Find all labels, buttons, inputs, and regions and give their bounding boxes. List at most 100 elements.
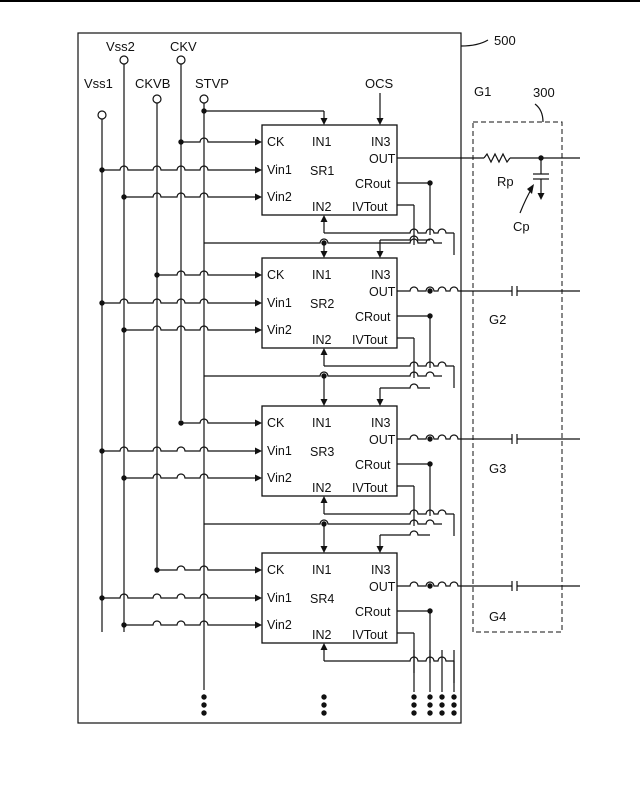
ck-wire bbox=[181, 138, 255, 142]
in1-arrow bbox=[321, 251, 328, 258]
pin-in2: IN2 bbox=[312, 200, 332, 214]
label-g4: G4 bbox=[489, 609, 506, 624]
pin-out: OUT bbox=[369, 580, 396, 594]
ellipsis-dot bbox=[439, 694, 444, 699]
pin-in1: IN1 bbox=[312, 416, 332, 430]
feedback-wire bbox=[324, 510, 454, 514]
ellipsis-dot bbox=[427, 702, 432, 707]
pin-vin1: Vin1 bbox=[267, 591, 292, 605]
crout-junction bbox=[427, 313, 432, 318]
stage-sr3: CKIN1IN3Vin1SR3OUTCRoutVin2IN2IVTout bbox=[262, 406, 397, 496]
in3-arrow bbox=[377, 546, 384, 553]
in2-arrow bbox=[321, 496, 328, 503]
out-junction bbox=[427, 583, 432, 588]
vin2-arrow bbox=[255, 622, 262, 629]
vss2-terminal bbox=[120, 56, 128, 64]
pin-out: OUT bbox=[369, 285, 396, 299]
ellipsis-dot bbox=[201, 702, 206, 707]
ellipsis-dot bbox=[411, 694, 416, 699]
pin-ivtout: IVTout bbox=[352, 481, 388, 495]
vin1-wire bbox=[102, 447, 255, 451]
ckvb-terminal bbox=[153, 95, 161, 103]
pin-vin1: Vin1 bbox=[267, 163, 292, 177]
rp-resistor bbox=[484, 154, 510, 162]
feedback-wire bbox=[324, 229, 454, 233]
leader-300 bbox=[535, 104, 543, 122]
pin-ivtout: IVTout bbox=[352, 628, 388, 642]
pin-ivtout: IVTout bbox=[352, 200, 388, 214]
ellipsis-dot bbox=[201, 694, 206, 699]
vin2-wire bbox=[124, 326, 255, 330]
in3-route bbox=[380, 531, 430, 535]
pin-vin2: Vin2 bbox=[267, 618, 292, 632]
stage-name: SR4 bbox=[310, 592, 334, 606]
vin2-arrow bbox=[255, 194, 262, 201]
vss1-terminal bbox=[98, 111, 106, 119]
ckv-terminal bbox=[177, 56, 185, 64]
in3-route bbox=[380, 236, 430, 240]
in2-arrow bbox=[321, 215, 328, 222]
pin-in3: IN3 bbox=[371, 268, 391, 282]
pin-in3: IN3 bbox=[371, 135, 391, 149]
pin-ivtout: IVTout bbox=[352, 333, 388, 347]
ck-arrow bbox=[255, 139, 262, 146]
out-wire bbox=[397, 287, 512, 291]
ck-wire bbox=[157, 566, 255, 570]
ellipsis-dot bbox=[411, 702, 416, 707]
vin2-arrow bbox=[255, 327, 262, 334]
pin-vin2: Vin2 bbox=[267, 323, 292, 337]
ck-arrow bbox=[255, 567, 262, 574]
in1-junction bbox=[321, 373, 326, 378]
cp-leader-arrow bbox=[527, 184, 534, 194]
ellipsis-dot bbox=[321, 710, 326, 715]
pin-out: OUT bbox=[369, 152, 396, 166]
pin-in2: IN2 bbox=[312, 628, 332, 642]
pin-in1: IN1 bbox=[312, 268, 332, 282]
ck-arrow bbox=[255, 272, 262, 279]
label-ocs: OCS bbox=[365, 76, 394, 91]
pin-crout: CRout bbox=[355, 605, 391, 619]
pin-out: OUT bbox=[369, 433, 396, 447]
vin1-wire bbox=[102, 594, 255, 598]
cp-ground-arrow bbox=[538, 193, 545, 200]
stage-name: SR3 bbox=[310, 445, 334, 459]
label-ckvb: CKVB bbox=[135, 76, 170, 91]
pin-vin1: Vin1 bbox=[267, 296, 292, 310]
stage-sr4: CKIN1IN3Vin1SR4OUTCRoutVin2IN2IVTout bbox=[262, 553, 397, 643]
pin-crout: CRout bbox=[355, 310, 391, 324]
in2-arrow bbox=[321, 348, 328, 355]
vin1-wire bbox=[102, 166, 255, 170]
pin-ck: CK bbox=[267, 416, 285, 430]
label-vss1: Vss1 bbox=[84, 76, 113, 91]
in3-arrow bbox=[377, 251, 384, 258]
crout-junction bbox=[427, 608, 432, 613]
ellipsis-dot bbox=[451, 694, 456, 699]
label-300: 300 bbox=[533, 85, 555, 100]
in1-arrow bbox=[321, 546, 328, 553]
stage-name: SR1 bbox=[310, 164, 334, 178]
feedback-wire bbox=[324, 362, 454, 366]
vin2-wire bbox=[124, 621, 255, 625]
in3-route bbox=[380, 384, 430, 388]
pin-in3: IN3 bbox=[371, 416, 391, 430]
in1-junction bbox=[321, 240, 326, 245]
ellipsis-dot bbox=[321, 702, 326, 707]
display-region bbox=[473, 122, 562, 632]
ellipsis-dot bbox=[439, 710, 444, 715]
stage-sr1: CKIN1IN3Vin1SR1OUTCRoutVin2IN2IVTout bbox=[262, 125, 397, 215]
ellipsis-dot bbox=[321, 694, 326, 699]
in2-arrow bbox=[321, 643, 328, 650]
in1-arrow bbox=[321, 399, 328, 406]
ck-arrow bbox=[255, 420, 262, 427]
pin-crout: CRout bbox=[355, 458, 391, 472]
label-g3: G3 bbox=[489, 461, 506, 476]
in1-sr1-arrow bbox=[321, 118, 328, 125]
pin-ck: CK bbox=[267, 563, 285, 577]
out-wire bbox=[397, 582, 512, 586]
ellipsis-dot bbox=[411, 710, 416, 715]
pin-vin2: Vin2 bbox=[267, 471, 292, 485]
ocs-arrow bbox=[377, 118, 384, 125]
out-wire bbox=[397, 435, 512, 439]
label-vss2: Vss2 bbox=[106, 39, 135, 54]
